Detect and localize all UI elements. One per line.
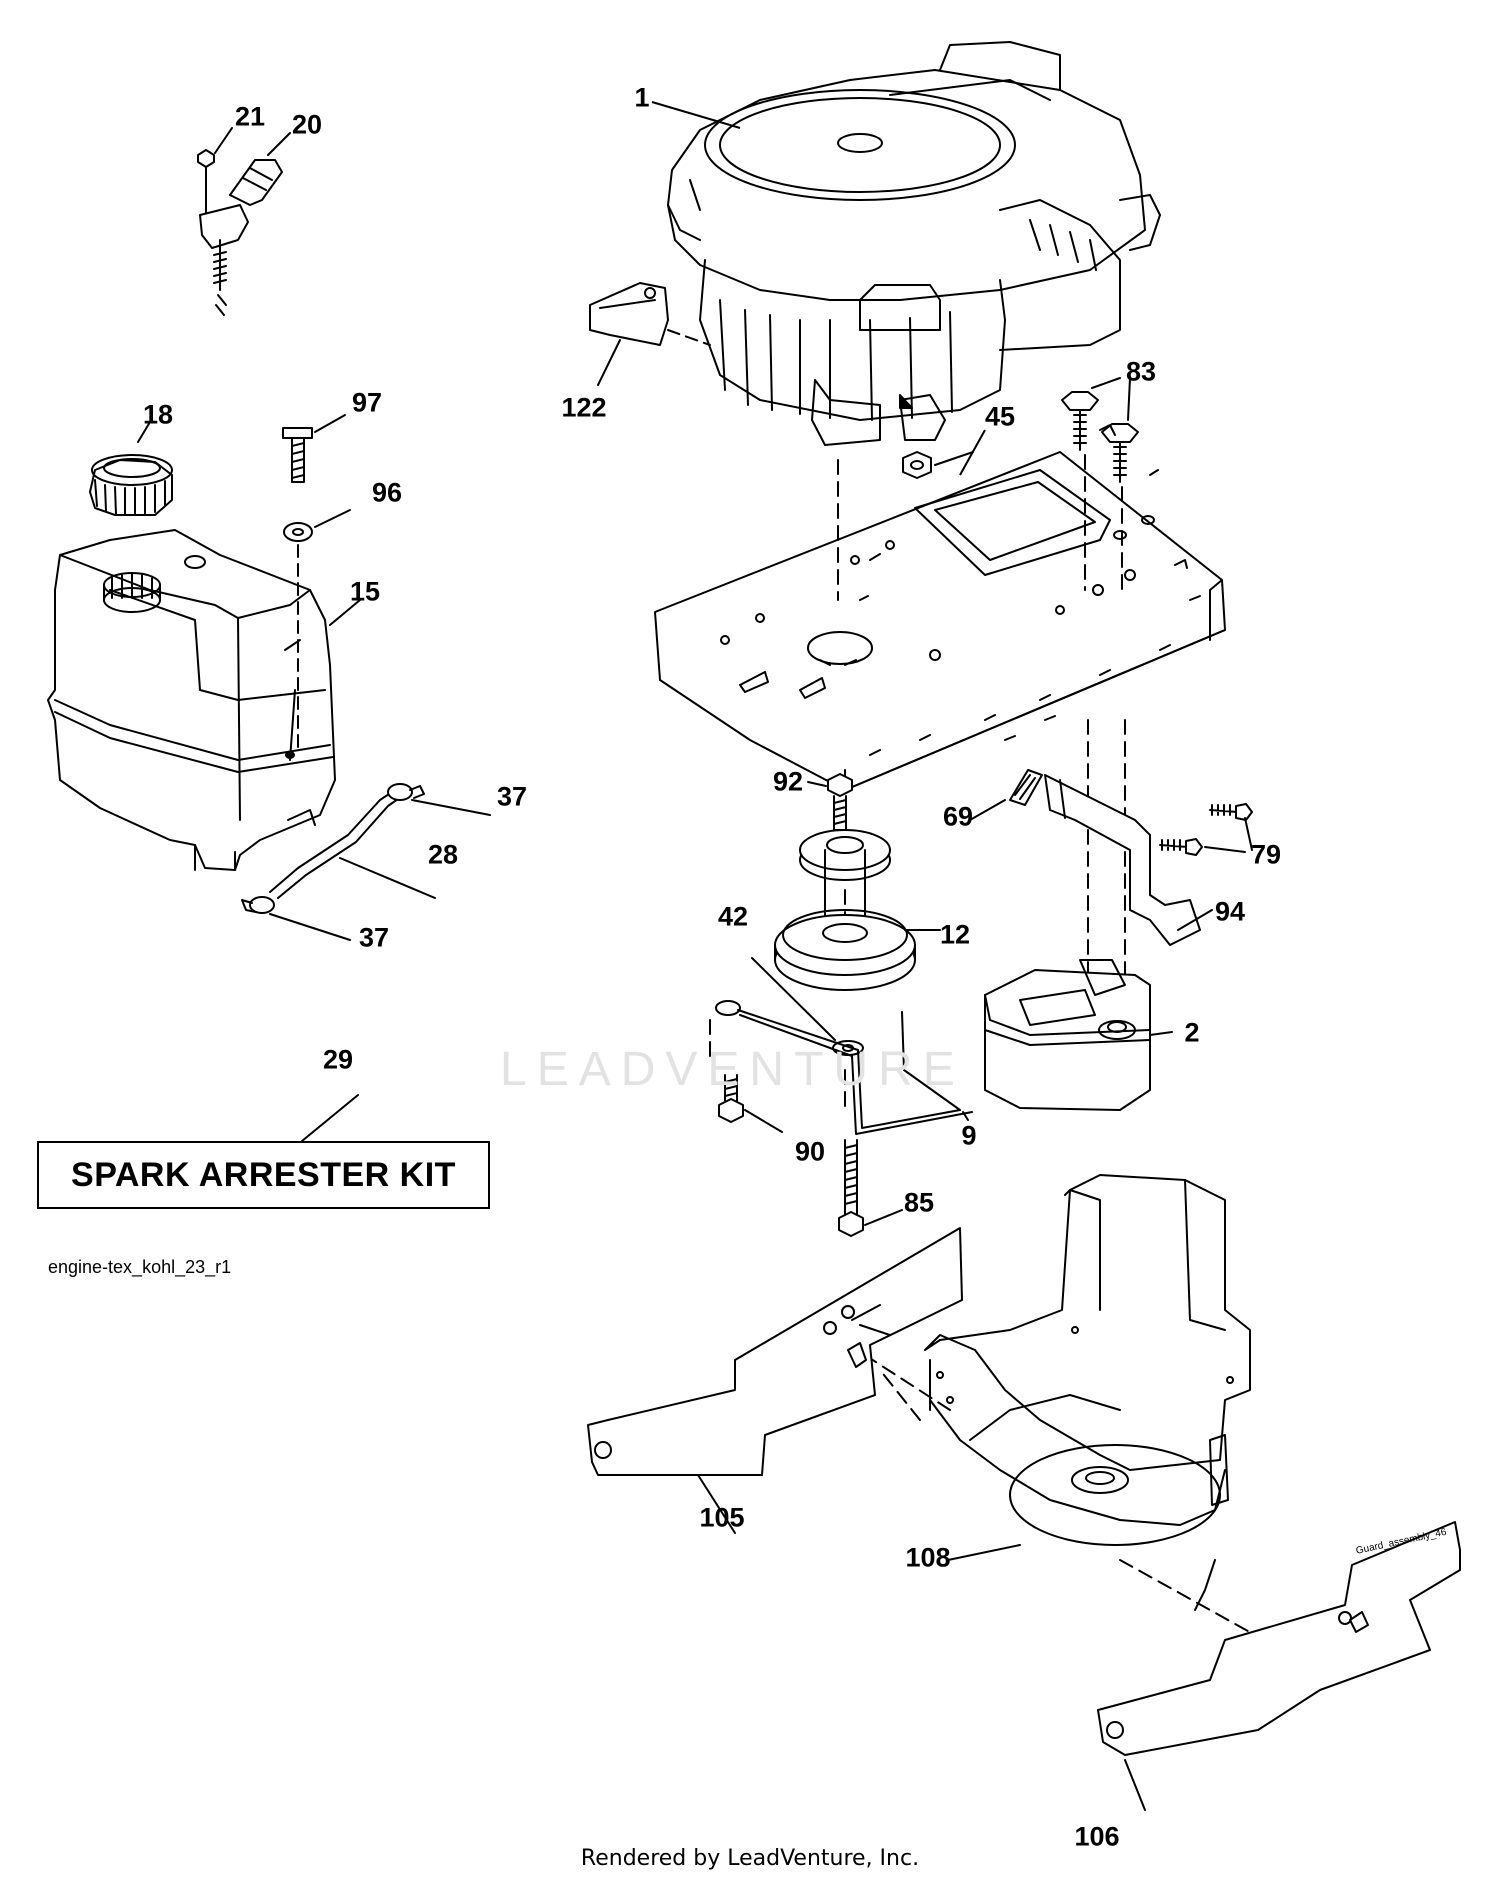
footer-credit: Rendered by LeadVenture, Inc. bbox=[580, 1846, 920, 1871]
callout-15: 15 bbox=[349, 576, 381, 607]
nut-part-45 bbox=[902, 451, 974, 479]
callout-108: 108 bbox=[905, 1542, 951, 1573]
callout-105: 105 bbox=[699, 1502, 745, 1533]
bolt-part-97 bbox=[282, 414, 346, 483]
gasket-part-69 bbox=[969, 769, 1043, 821]
callout-37-lower: 37 bbox=[358, 922, 390, 953]
callout-29: 29 bbox=[322, 1044, 354, 1075]
watermark-text: LEADVENTURE bbox=[500, 1043, 965, 1096]
callout-9: 9 bbox=[961, 1120, 977, 1151]
callout-96: 96 bbox=[371, 477, 403, 508]
diagram-code: engine-tex_kohl_23_r1 bbox=[48, 1257, 232, 1277]
bolt-part-92 bbox=[807, 773, 853, 831]
leader-29 bbox=[301, 1094, 359, 1142]
clamps-part-37 bbox=[241, 783, 491, 941]
fuel-valve-parts-20-21 bbox=[197, 127, 291, 316]
callout-69: 69 bbox=[942, 801, 974, 832]
alignment-lines bbox=[709, 454, 1301, 1661]
screws-part-79 bbox=[1159, 803, 1253, 856]
bolt-part-90 bbox=[718, 1074, 783, 1133]
callout-85: 85 bbox=[903, 1187, 935, 1218]
callout-18: 18 bbox=[142, 399, 174, 430]
spark-arrester-kit-label: SPARK ARRESTER KIT bbox=[71, 1155, 456, 1194]
callout-42: 42 bbox=[717, 901, 749, 932]
callout-90: 90 bbox=[794, 1136, 826, 1167]
bracket-part-122 bbox=[589, 282, 711, 386]
bolt-part-85 bbox=[838, 1139, 903, 1237]
callout-2: 2 bbox=[1184, 1017, 1200, 1048]
engine-mount-plate bbox=[654, 424, 1226, 791]
pulley-part-12 bbox=[774, 829, 941, 991]
callout-28: 28 bbox=[427, 839, 459, 870]
engine-part-1 bbox=[667, 41, 1161, 446]
fuel-line-part-28 bbox=[269, 789, 436, 899]
callout-20: 20 bbox=[291, 109, 323, 140]
guard-plate-part-106 bbox=[1097, 1521, 1461, 1811]
callout-12: 12 bbox=[939, 919, 971, 950]
callout-45: 45 bbox=[984, 401, 1016, 432]
callout-92: 92 bbox=[772, 766, 804, 797]
callout-122: 122 bbox=[561, 392, 607, 423]
belt-guard-part-108 bbox=[924, 1174, 1251, 1611]
callout-94: 94 bbox=[1214, 896, 1246, 927]
rod-part-9 bbox=[715, 1000, 973, 1135]
spark-arrester-kit-box: SPARK ARRESTER KIT bbox=[37, 1141, 490, 1209]
callout-79: 79 bbox=[1250, 839, 1282, 870]
fuel-tank-part-15 bbox=[47, 529, 361, 871]
fuel-cap-part-18 bbox=[89, 421, 173, 516]
muffler-part-2 bbox=[984, 959, 1173, 1111]
exhaust-pipe-part-94 bbox=[1044, 774, 1213, 946]
callout-106: 106 bbox=[1074, 1821, 1120, 1852]
callout-83: 83 bbox=[1125, 356, 1157, 387]
callout-97: 97 bbox=[351, 387, 383, 418]
callout-37-upper: 37 bbox=[496, 781, 528, 812]
washer-part-96 bbox=[283, 509, 351, 751]
leader-lines bbox=[651, 101, 986, 476]
guard-plate-part-105 bbox=[587, 1227, 963, 1534]
callout-1: 1 bbox=[634, 82, 650, 113]
callout-21: 21 bbox=[234, 101, 266, 132]
